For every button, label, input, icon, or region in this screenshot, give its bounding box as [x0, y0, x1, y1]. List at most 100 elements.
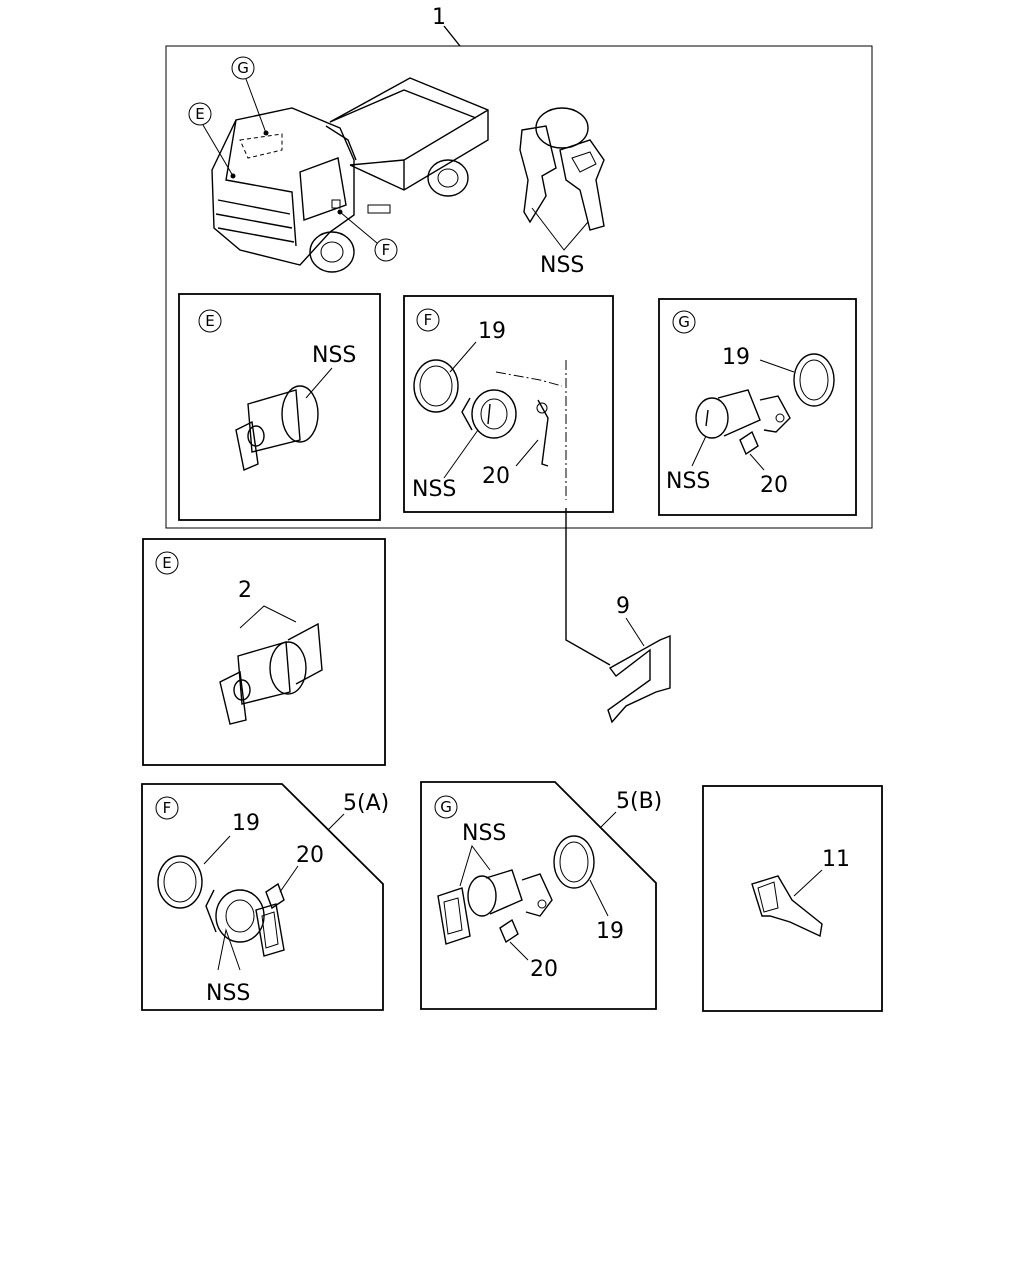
truck-rear-hub — [437, 168, 459, 188]
truck-grille-mid — [215, 213, 293, 229]
leader-nss-keys — [531, 207, 589, 251]
detail-e-part2: E 2 — [142, 538, 386, 766]
detail-g-frame — [658, 298, 857, 516]
part5a-key-hole — [261, 911, 279, 949]
truck-bumper — [217, 227, 295, 243]
marker-e-letter: E — [195, 105, 204, 123]
part2-label: 2 — [238, 578, 252, 603]
detail-f-frame — [403, 295, 614, 513]
part2-face — [233, 679, 251, 701]
key-ring — [535, 107, 589, 149]
detail-f-lock-cylinder — [471, 389, 517, 439]
part5b-label-nss: NSS — [462, 821, 506, 846]
part5b-clip — [499, 918, 519, 944]
label-nss-keys: NSS — [540, 253, 584, 278]
detail-g-leader-nss — [691, 435, 707, 467]
truck-marker-g: G — [231, 56, 267, 134]
part5b-marker-letter: G — [440, 798, 452, 816]
part5b-bracket-hole — [537, 899, 547, 909]
detail-e-marker-circle — [198, 309, 222, 333]
part9-bracket — [607, 634, 671, 724]
part5b-label-19: 19 — [596, 919, 624, 944]
part2-leader — [239, 605, 297, 629]
part5b-marker-circle — [434, 795, 458, 819]
truck-cab-outline — [211, 107, 355, 266]
part5b-key-head — [437, 887, 471, 945]
truck-rear-wheel — [427, 159, 469, 197]
assembly-frame — [165, 45, 873, 529]
truck-door-window — [299, 157, 347, 221]
part5b-lock-body — [485, 869, 523, 915]
part9-leader — [625, 617, 645, 647]
detail-e-assembly: E NSS — [178, 293, 381, 521]
marker-e-circle — [188, 102, 212, 126]
truck-cab-front-edge — [225, 119, 297, 247]
part5a-key-head — [255, 903, 285, 957]
detail-f-leader-20 — [515, 439, 539, 467]
detail-f-gasket-inner — [419, 365, 453, 407]
detail-e-label-nss: NSS — [312, 343, 356, 368]
truck-front-wheel — [309, 231, 355, 273]
detail-g-leader-20 — [749, 453, 765, 471]
detail-f-clip-hole — [536, 402, 548, 414]
part5a-marker-circle — [155, 796, 179, 820]
detail-g-bracket — [759, 395, 791, 433]
part5a-lock-face — [225, 899, 255, 933]
part5a-label-nss: NSS — [206, 981, 250, 1006]
truck-cab-back — [325, 125, 357, 161]
part5b-lock-cylinder — [467, 875, 497, 917]
truck-step — [367, 204, 391, 214]
detail-e-frame — [178, 293, 381, 521]
truck-bed-side — [403, 109, 489, 190]
part11-leader — [793, 869, 823, 897]
part5a-lock-back — [205, 889, 217, 933]
detail-f-leader-nss — [443, 429, 479, 479]
part11-label: 11 — [822, 847, 850, 872]
truck-marker-e: E — [188, 102, 234, 177]
ignition-cylinder-face — [247, 425, 265, 447]
detail-f-lock-face — [480, 398, 508, 430]
detail-g-keyslot — [705, 409, 709, 427]
marker-f-circle — [374, 238, 398, 262]
part5a-gasket-inner — [163, 861, 197, 903]
part2-marker-circle — [155, 551, 179, 575]
truck-bed-outline — [329, 77, 489, 191]
detail-g-label-20: 20 — [760, 473, 788, 498]
part5a-leader-20 — [279, 865, 299, 893]
detail-g-marker-letter: G — [678, 313, 690, 331]
leader-e — [202, 124, 234, 177]
truck-front-hub — [320, 241, 344, 263]
truck-grille-top — [217, 199, 291, 215]
detail-5b: 5(B) G NSS 19 20 — [420, 781, 662, 1010]
detail-f-label-nss: NSS — [412, 477, 456, 502]
assembly-group: 1 — [165, 5, 873, 529]
leader-1 — [443, 25, 461, 47]
ignition-cylinder-flange — [281, 385, 319, 443]
detail-g-label-19: 19 — [722, 345, 750, 370]
part9: 9 — [607, 594, 671, 724]
detail-f-gasket — [413, 359, 459, 413]
leader-g — [245, 78, 267, 134]
part5a-leader-19 — [203, 835, 231, 865]
key-right-hole — [571, 151, 597, 173]
part5b-gasket — [553, 835, 595, 889]
detail-g-bracket-hole — [775, 413, 785, 423]
part5a-lock-cylinder — [215, 889, 265, 943]
part5a-gasket — [157, 855, 203, 909]
part5b-gasket-inner — [559, 841, 589, 883]
part2-body — [237, 641, 291, 705]
detail-g-marker-circle — [672, 310, 696, 334]
ignition-cylinder-body — [247, 389, 301, 453]
part11-key — [751, 875, 823, 938]
part5a-frame — [141, 783, 384, 1011]
detail-5a: 5(A) F 19 20 NSS — [141, 783, 389, 1011]
part5b-bracket — [521, 873, 553, 917]
detail-g-lock-body — [717, 389, 761, 437]
part11-key-hole — [757, 881, 779, 913]
ignition-cylinder-bracket — [235, 420, 259, 471]
detail-f-label-19: 19 — [478, 319, 506, 344]
detail-f-keyslot — [487, 403, 491, 425]
detail-11: 11 — [702, 785, 883, 1012]
detail-f-leader-19 — [449, 341, 477, 373]
truck-marker-f: F — [339, 211, 398, 262]
